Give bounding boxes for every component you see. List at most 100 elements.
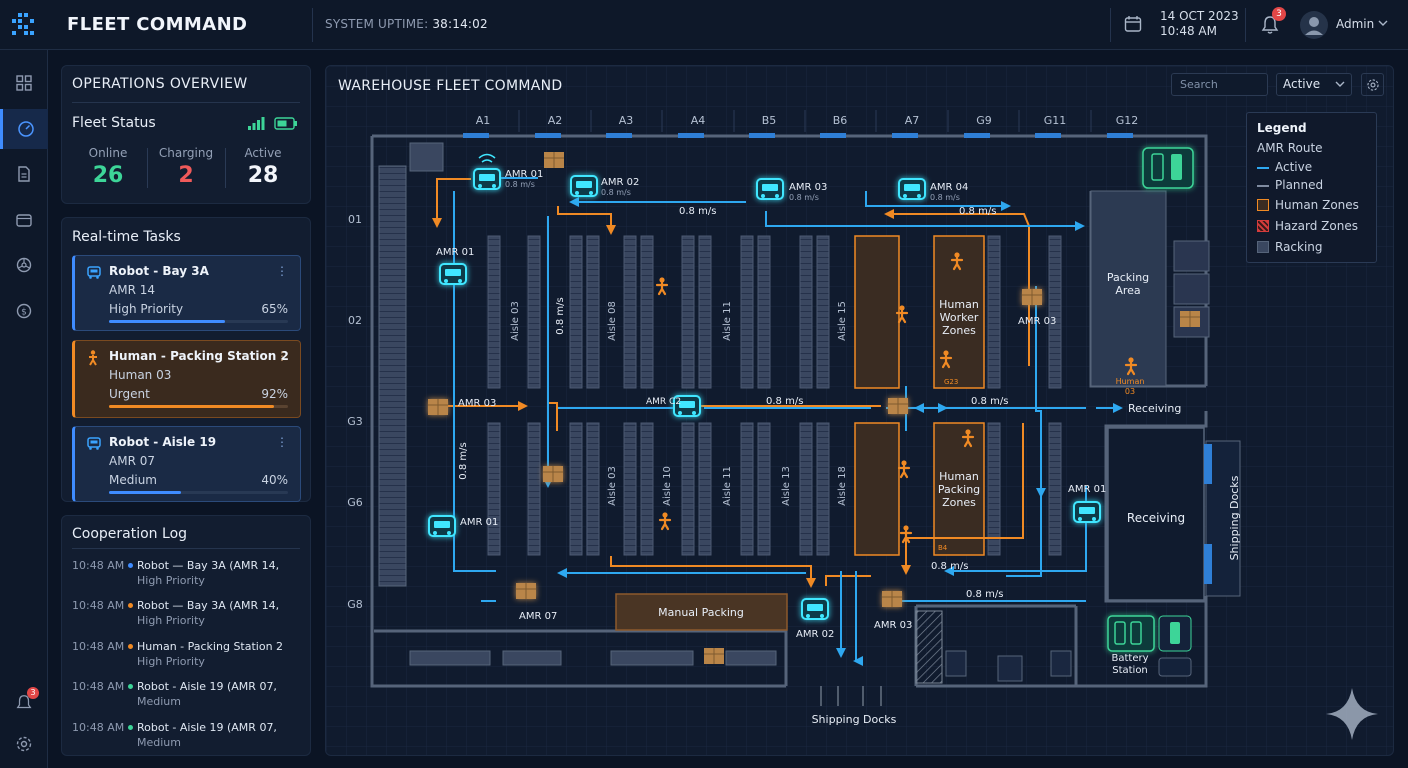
divider [1110,8,1111,42]
robot-speed: 0.8 m/s [930,193,960,202]
log-detail: High Priority [137,574,205,587]
warehouse-map[interactable]: A1 A2 A3 A4 B5 B6 A7 G9 G11 G12 01 02 G3 [326,66,1394,756]
task-card[interactable]: Human - Packing Station 2 ⋮ Human 03 Urg… [72,340,301,418]
avatar[interactable] [1300,11,1328,39]
column-label: G9 [976,114,992,127]
task-title: Human - Packing Station 2 [109,349,289,363]
robot-markers[interactable]: AMR 01 0.8 m/s AMR 02 0.8 m/s AMR 03 0.8… [427,153,1106,641]
speed-label: 0.8 m/s [971,396,1008,407]
legend-swatch [1257,220,1269,232]
zone-label: Zones [942,496,976,509]
hazard-zone [915,610,943,684]
search-input[interactable]: Search [1171,73,1268,96]
task-unit: AMR 14 [109,283,155,297]
stat-value: 26 [92,163,124,188]
column-label: A4 [691,114,706,127]
zone-label: Receiving [1127,511,1185,525]
human-worker-zone: Human Worker Zones G23 [854,235,985,389]
robot-label: AMR 03 [458,398,496,409]
human-tag: Human [1116,377,1145,386]
nav-settings[interactable] [0,724,48,764]
notification-badge: 3 [27,687,39,699]
task-title: Robot - Bay 3A [109,264,209,278]
column-label: G11 [1044,114,1067,127]
robot-label: AMR 04 [930,182,968,193]
receiving-zone: Receiving Shipping Docks [1107,427,1241,601]
nav-notifications[interactable]: 3 [0,683,48,723]
nav-billing[interactable]: $ [0,291,48,331]
app-logo-icon[interactable] [10,11,38,39]
legend-swatch [1257,185,1269,187]
log-time: 10:48 AM [72,559,125,572]
robot-marker[interactable] [898,178,926,200]
side-racks [1173,240,1210,338]
document-icon [18,166,30,182]
robot-marker[interactable] [1073,501,1101,523]
progress-fill [109,491,181,494]
dock-markers [463,133,1133,138]
status-filter-select[interactable]: Active [1276,73,1352,96]
blue-routes [453,177,1087,666]
bell-icon [16,695,32,709]
cooperation-log-panel: Cooperation Log 10:48 AM Robot — Bay 3A … [61,515,311,756]
robot-label: AMR 01 [1068,484,1106,495]
legend-label: Planned [1275,178,1324,192]
robot-marker[interactable] [756,178,784,200]
charging-dock [1142,147,1194,189]
nav-rail: $ 3 [0,50,48,768]
robot-marker[interactable] [515,582,537,600]
log-dot [128,563,133,568]
zone-label: Worker [940,311,979,324]
nav-monitor[interactable] [0,109,48,149]
gauge-icon [17,121,34,137]
zone-label: Receiving [1128,402,1181,415]
robot-marker[interactable] [427,398,449,416]
robot-speed: 0.8 m/s [505,180,535,189]
log-text: Robot — Bay 3A (AMR 14, [137,599,280,612]
nav-wallet[interactable] [0,200,48,240]
column-label: A2 [548,114,563,127]
robot-marker[interactable] [473,168,501,190]
chevron-down-icon[interactable] [1378,19,1388,27]
robot-marker[interactable] [801,598,829,620]
nav-dashboard[interactable] [0,63,48,103]
more-icon[interactable]: ⋮ [276,349,288,363]
log-detail: Medium [137,695,181,708]
zone-label: Packing [938,483,980,496]
robot-label: AMR 01 [505,169,543,180]
task-card[interactable]: Robot - Bay 3A ⋮ AMR 14 High Priority 65… [72,255,301,331]
calendar-icon[interactable] [1124,15,1142,33]
nav-network[interactable] [0,245,48,285]
battery-station: Battery Station [1107,615,1192,677]
row-label: G3 [347,415,363,428]
task-progress-bar [109,405,288,408]
more-icon[interactable]: ⋮ [276,264,288,278]
robot-marker[interactable] [881,590,903,608]
robot-marker[interactable] [428,515,456,537]
robot-marker[interactable] [439,263,467,285]
stat-online: Online 26 [70,146,146,188]
user-menu-label[interactable]: Admin [1336,17,1375,31]
robot-marker[interactable] [1021,288,1043,306]
log-time: 10:48 AM [72,599,125,612]
notification-badge[interactable]: 3 [1272,7,1286,21]
more-icon[interactable]: ⋮ [276,435,288,449]
signal-icon [248,117,265,130]
robot-label: AMR 03 [874,620,912,631]
robot-marker[interactable] [542,465,564,483]
aisle-label: Aisle 11 [722,301,733,341]
divider [1245,8,1246,42]
legend-title: Legend [1257,121,1307,135]
log-time: 10:48 AM [72,680,125,693]
speed-label: 0.8 m/s [679,206,716,217]
person-icon [89,350,97,366]
legend-label: Human Zones [1275,198,1359,212]
app-title: FLEET COMMAND [67,14,248,35]
divider [72,102,300,103]
map-settings-button[interactable] [1361,73,1384,96]
task-card[interactable]: Robot - Aisle 19 ⋮ AMR 07 Medium 40% [72,426,301,502]
sparkle-icon[interactable] [1326,688,1378,740]
nav-reports[interactable] [0,154,48,194]
robot-marker[interactable] [570,175,598,197]
robot-marker[interactable] [887,397,909,415]
